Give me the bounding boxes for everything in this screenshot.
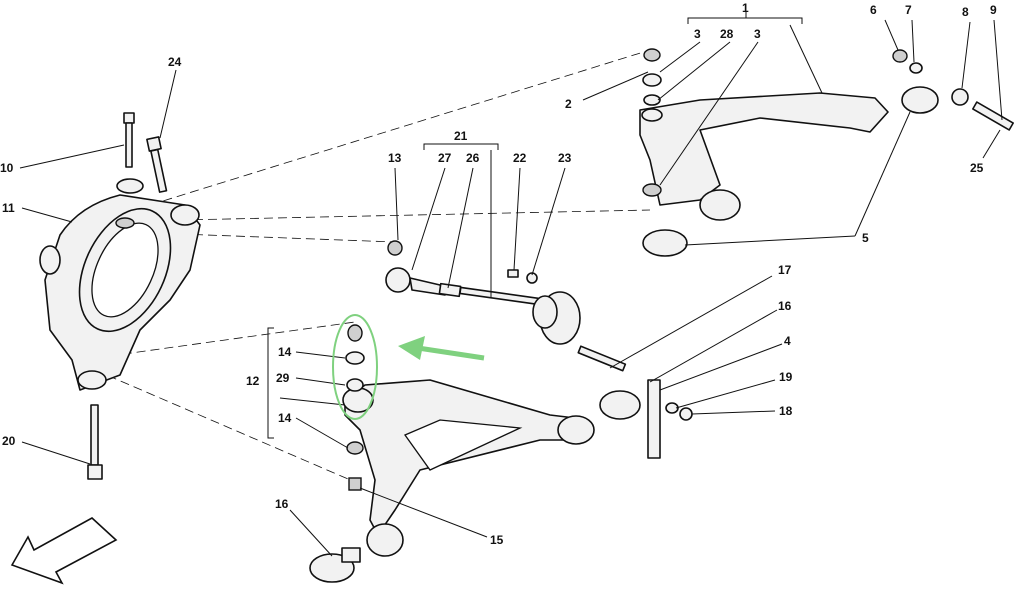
label-2: 2 <box>565 97 572 111</box>
direction-arrow-icon <box>10 517 118 585</box>
label-22: 22 <box>513 151 527 165</box>
label-5: 5 <box>862 231 869 245</box>
label-12: 12 <box>246 374 260 388</box>
bolt-10 <box>123 112 135 168</box>
label-20: 20 <box>2 434 16 448</box>
label-6: 6 <box>870 3 877 17</box>
highlight-ellipse <box>332 314 378 420</box>
label-24: 24 <box>168 55 182 69</box>
label-4: 4 <box>784 334 791 348</box>
label-15: 15 <box>490 533 504 547</box>
steering-knuckle <box>39 178 201 391</box>
label-26: 26 <box>466 151 480 165</box>
assembly-dashed-lines <box>94 49 651 483</box>
label-3a: 3 <box>694 27 701 41</box>
group-12-bracket <box>267 327 274 439</box>
label-21: 21 <box>454 129 468 143</box>
label-8: 8 <box>962 5 969 19</box>
label-18: 18 <box>779 404 793 418</box>
label-13: 13 <box>388 151 402 165</box>
bolt-24 <box>146 136 168 193</box>
label-29: 29 <box>276 371 290 385</box>
group-21-bracket <box>423 143 499 150</box>
label-3b: 3 <box>754 27 761 41</box>
label-9: 9 <box>990 3 997 17</box>
label-14a: 14 <box>278 345 292 359</box>
label-10: 10 <box>0 161 14 175</box>
leader-lines <box>19 12 1003 557</box>
upper-wishbone <box>639 48 1014 257</box>
label-17: 17 <box>778 263 792 277</box>
label-16a: 16 <box>778 299 792 313</box>
lower-wishbone <box>309 324 693 583</box>
highlight-arrow <box>398 336 485 361</box>
label-27: 27 <box>438 151 452 165</box>
label-25: 25 <box>970 161 984 175</box>
label-1: 1 <box>742 1 749 15</box>
label-7: 7 <box>905 3 912 17</box>
label-14b: 14 <box>278 411 292 425</box>
label-11: 11 <box>2 201 15 215</box>
label-19: 19 <box>779 370 793 384</box>
bolt-20 <box>87 404 103 480</box>
tie-rod <box>385 240 581 345</box>
label-23: 23 <box>558 151 572 165</box>
group-1-bracket <box>687 17 803 24</box>
label-16b: 16 <box>275 497 289 511</box>
callout-labels: 1 2 3 28 3 6 7 8 9 25 5 10 24 11 13 21 2… <box>0 1 997 547</box>
label-28: 28 <box>720 27 734 41</box>
